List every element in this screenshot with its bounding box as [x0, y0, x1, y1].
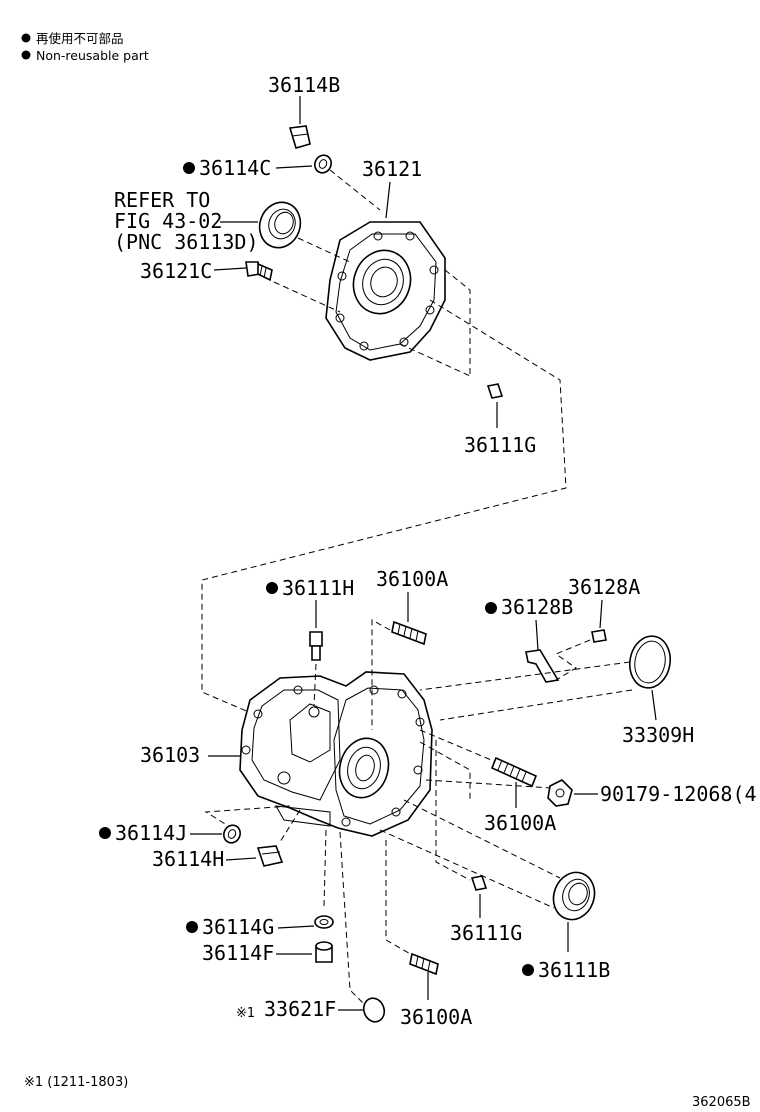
oil-seal-33309H-icon — [628, 635, 672, 689]
guide-bolt — [273, 281, 341, 313]
leader-36128A — [599, 599, 603, 629]
guide-stud-top — [371, 619, 391, 730]
guide-stud-bottom — [385, 840, 415, 957]
bolt-36128A-icon — [591, 629, 607, 643]
bracket-36128B-icon — [525, 649, 560, 683]
label-36114G: 36114G — [202, 915, 274, 939]
non-reusable-marker-36114G — [186, 921, 198, 933]
non-reusable-marker-36114J — [99, 827, 111, 839]
transfer-case-36103-icon — [239, 671, 433, 837]
label-36114J: 36114J — [115, 821, 187, 845]
footnote: ※1 (1211-1803) — [24, 1075, 128, 1090]
guide-36111H — [313, 663, 317, 707]
label-36128A: 36128A — [568, 575, 640, 599]
gasket-36114C-icon — [314, 154, 332, 174]
plug-36114H-icon — [256, 845, 284, 867]
gasket-36114G-icon — [314, 915, 334, 929]
refer-line-3: (PNC 36113D) — [114, 230, 259, 254]
non-reusable-marker-36114C — [183, 162, 195, 174]
guide-pin-2 — [444, 269, 471, 378]
nut-90179-icon — [547, 779, 573, 807]
guide-seal-36111B-a — [403, 799, 561, 879]
leader-36114G — [277, 925, 315, 929]
plug-36114B-icon — [288, 125, 311, 149]
legend-text-jp: 再使用不可部品 — [36, 31, 124, 46]
non-reusable-marker-36111H — [266, 582, 278, 594]
guide-nut — [425, 779, 553, 789]
oil-seal-36111B-icon — [552, 871, 596, 921]
label-36100A-bottom: 36100A — [400, 1005, 472, 1029]
label-33621F: 33621F — [264, 997, 336, 1021]
label-36121: 36121 — [362, 157, 422, 181]
non-reusable-marker-36128B — [485, 602, 497, 614]
guide-36114C — [329, 169, 381, 211]
leader-36121 — [385, 181, 391, 219]
pin-36111G-bottom-icon — [470, 875, 488, 891]
guide-stud-mid-b — [419, 729, 497, 763]
label-36114C: 36114C — [199, 156, 271, 180]
label-33309H: 33309H — [622, 723, 694, 747]
refer-line-2: FIG 43-02 — [114, 209, 222, 233]
legend-non-reusable-marker-2 — [21, 50, 31, 60]
oil-seal-upper-icon — [258, 201, 302, 249]
gasket-36114J-icon — [223, 824, 241, 844]
leader-36121C — [213, 267, 247, 271]
stud-36100A-top-icon — [391, 620, 427, 646]
label-36100A-top: 36100A — [376, 567, 448, 591]
bolt-36121C-icon — [245, 261, 273, 282]
guide-pin-1 — [399, 343, 471, 377]
label-36111B: 36111B — [538, 958, 610, 982]
guide-seal-36111B-b — [379, 829, 555, 909]
stud-36100A-mid-icon — [490, 756, 538, 788]
legend-non-reusable-marker — [21, 33, 31, 43]
label-36103: 36103 — [140, 743, 200, 767]
plug-33621F-icon — [362, 997, 386, 1023]
label-36121C: 36121C — [140, 259, 212, 283]
leader-33309H — [651, 689, 657, 721]
plug-36114F-icon — [315, 941, 333, 963]
guide-36114J — [204, 805, 291, 833]
stud-36100A-bottom-icon — [409, 952, 439, 976]
label-36111G-top: 36111G — [464, 433, 536, 457]
label-36111H: 36111H — [282, 576, 354, 600]
drawing-code: 362065B — [692, 1095, 751, 1110]
refer-line-1: REFER TO — [114, 188, 210, 212]
pin-36111G-top-icon — [486, 383, 504, 399]
guide-cover-to-case — [201, 299, 567, 717]
label-36128B: 36128B — [501, 595, 573, 619]
guide-33621F — [339, 831, 365, 1005]
guide-33309H-b — [439, 689, 633, 721]
guide-36128A — [554, 639, 591, 681]
legend-text-en: Non-reusable part — [36, 48, 149, 63]
guide-pin-bottom — [435, 740, 471, 881]
leader-36128B — [535, 619, 539, 651]
leader-36114C — [275, 165, 313, 169]
guide-36114H — [279, 809, 301, 843]
label-36114F: 36114F — [202, 941, 274, 965]
label-36100A-mid: 36100A — [484, 811, 556, 835]
cover-36121-icon — [325, 221, 446, 361]
footnote-ref-marker: ※1 — [236, 1006, 255, 1021]
label-90179: 90179-12068(4) — [600, 782, 760, 806]
breather-36111H-icon — [309, 631, 323, 661]
guide-drain — [323, 829, 327, 907]
label-36114H: 36114H — [152, 847, 224, 871]
leader-36114H — [225, 857, 257, 861]
non-reusable-marker-36111B — [522, 964, 534, 976]
label-36114B-top: 36114B — [268, 73, 340, 97]
guide-33309H-a — [419, 661, 631, 691]
label-36111G-bottom: 36111G — [450, 921, 522, 945]
